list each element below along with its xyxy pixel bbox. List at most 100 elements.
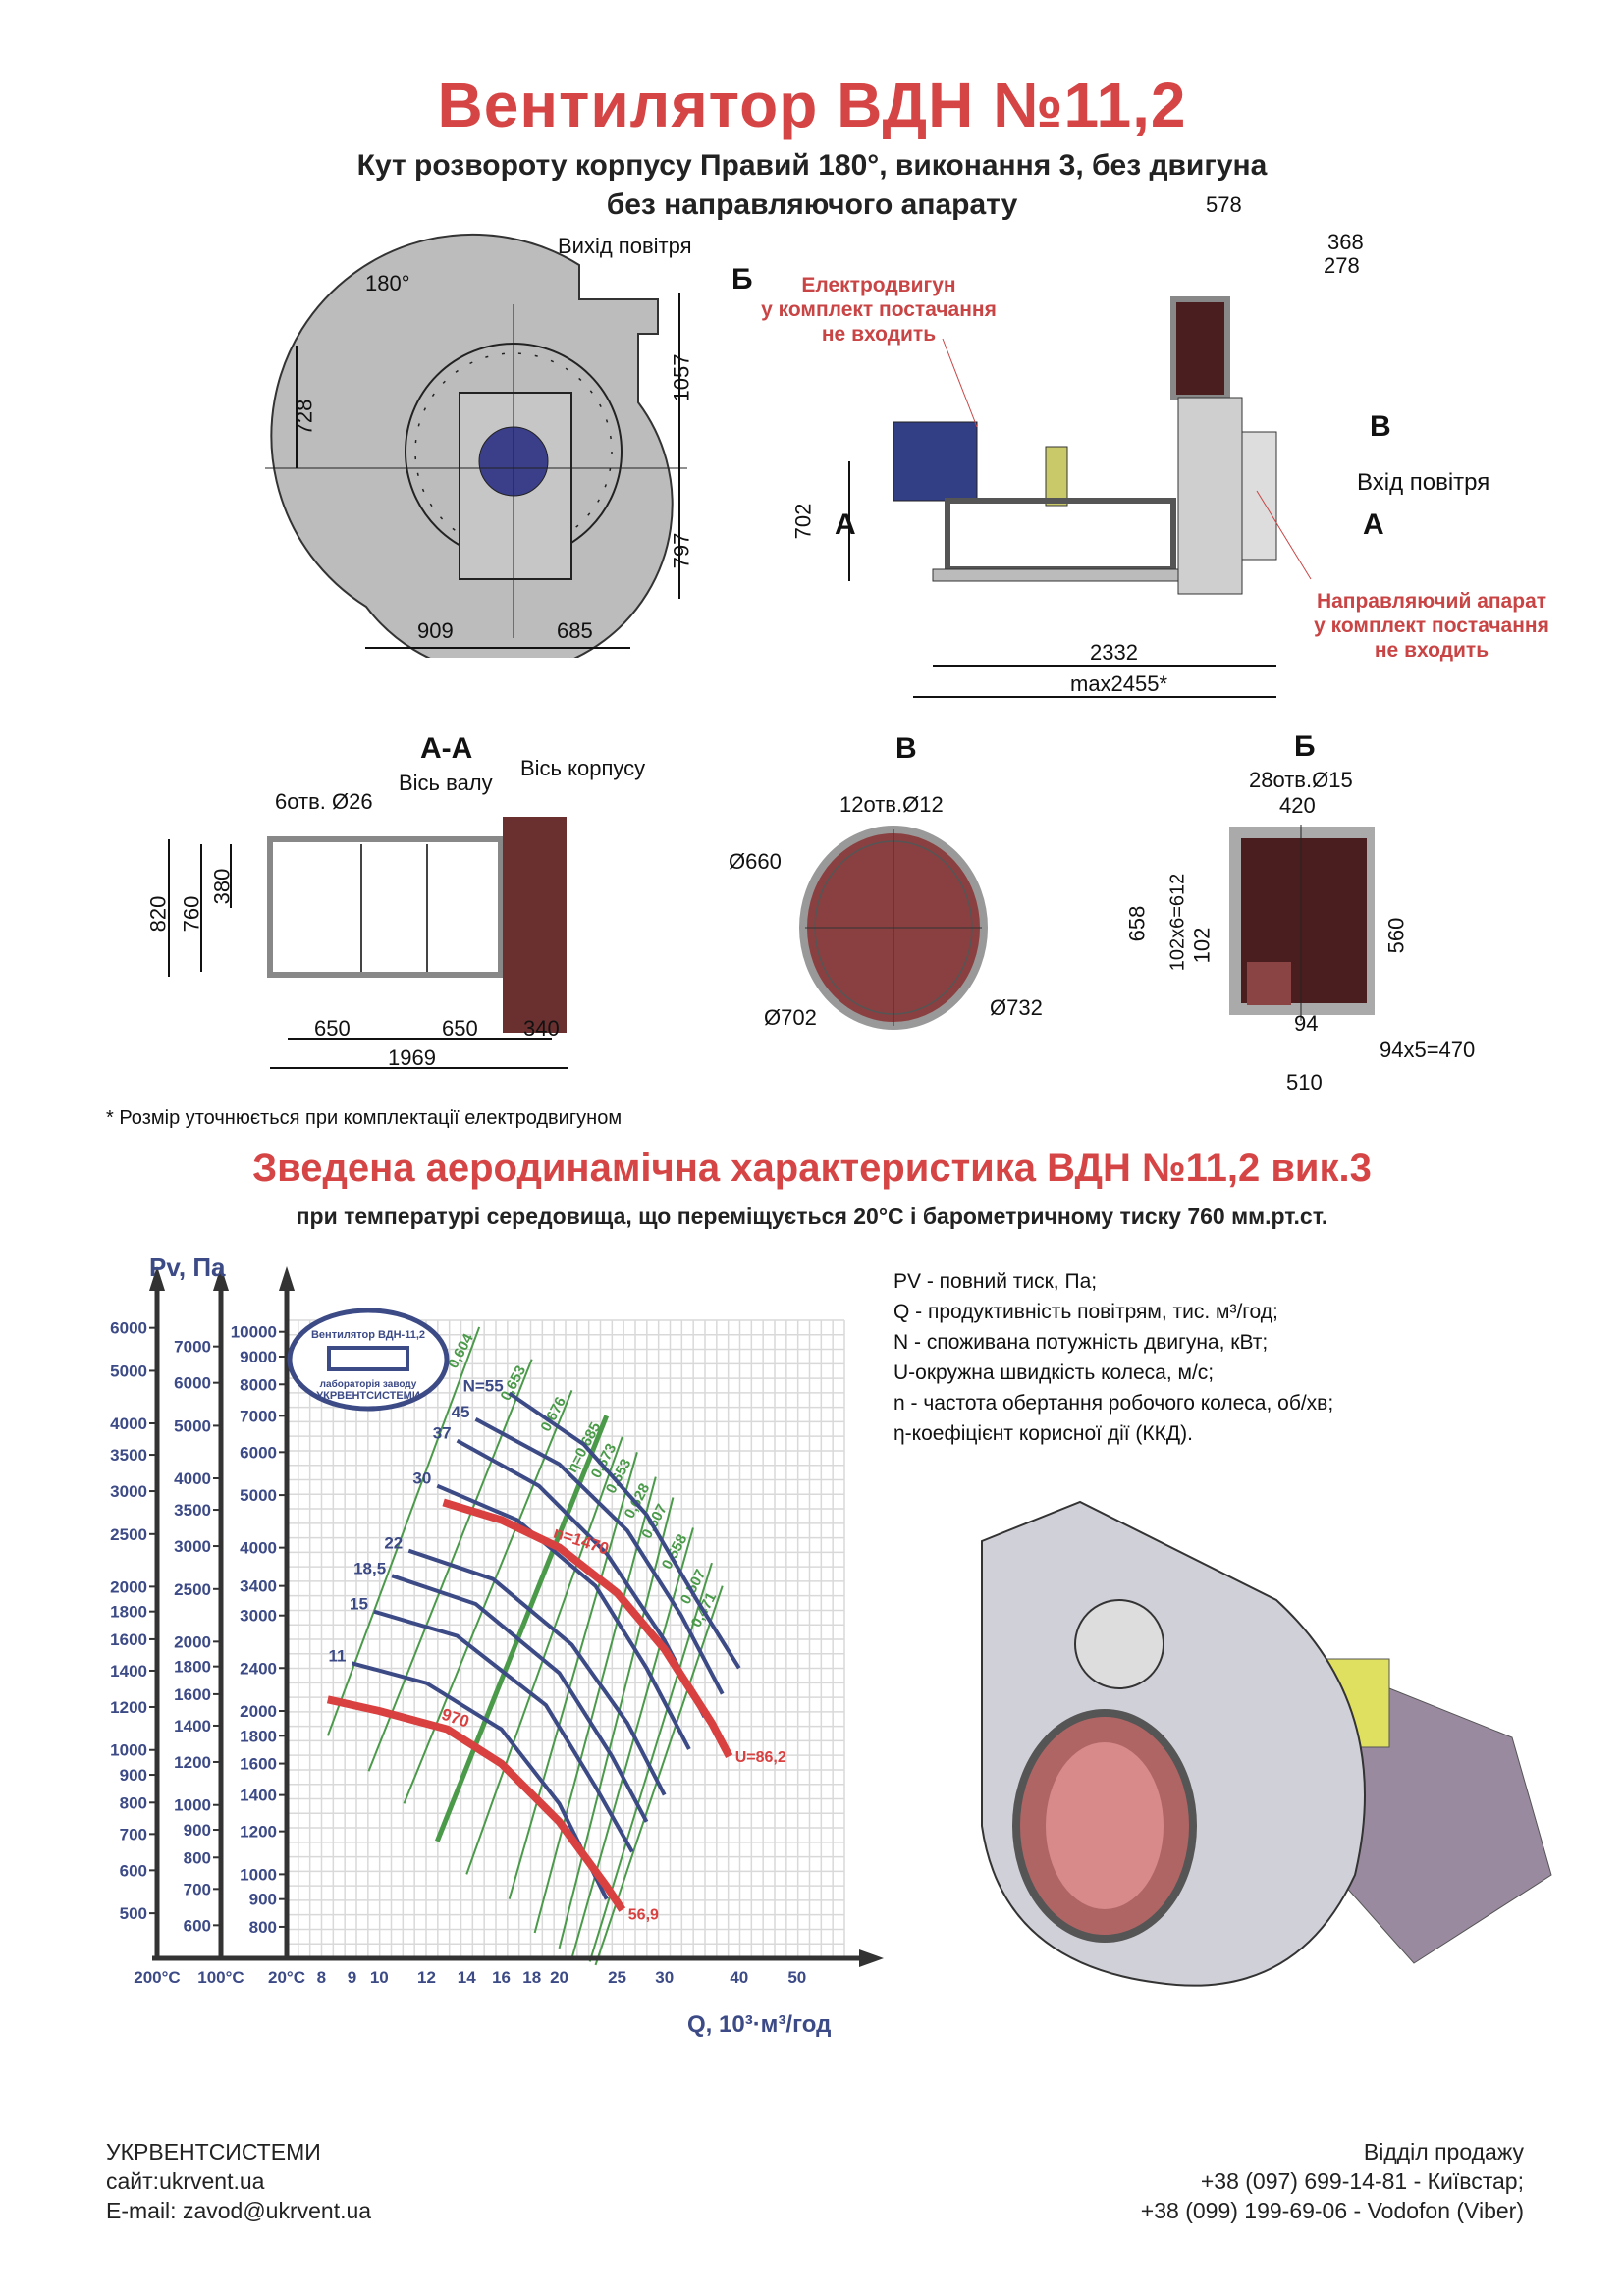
x-axis-title: Q, 10³·м³/год — [687, 2011, 831, 2038]
x-axis-arrow-icon — [859, 1949, 884, 1967]
y-tick-label: 700 — [120, 1825, 147, 1843]
motor-note-line-1: Електродвигун — [801, 274, 956, 296]
motor-note-line-3: не входить — [821, 323, 937, 346]
stamp-text-bottom: УКРВЕНТСИСТЕМИ — [316, 1390, 420, 1402]
stamp-text-top: Вентилятор ВДН-11,2 — [311, 1329, 425, 1341]
y-tick-label: 1800 — [110, 1603, 147, 1622]
x-tick-label: 8 — [317, 1968, 326, 1987]
y-tick-label: 5000 — [240, 1486, 277, 1505]
annotation-u: U=86,2 — [735, 1749, 786, 1766]
power-curve — [474, 1417, 725, 1695]
footer-left: УКРВЕНТСИСТЕМИ сайт:ukrvent.ua E-mail: z… — [106, 2137, 371, 2225]
dim-max-2455: max2455* — [1070, 671, 1168, 696]
chart-svg: 0,6040,6530,676η=0,6850,6730,6530,6280,6… — [110, 1253, 884, 2038]
housing-side — [1177, 397, 1243, 595]
x-tick-label: 14 — [458, 1968, 476, 1987]
y-tick-label: 3400 — [240, 1577, 277, 1596]
y-tick-label: 1400 — [174, 1717, 211, 1735]
y-tick-label: 1200 — [174, 1753, 211, 1772]
power-curve — [436, 1483, 691, 1750]
view-marker-v: В — [1370, 410, 1391, 443]
legend-item-eta: η-коефіцієнт корисної дії (ККД). — [893, 1422, 1193, 1445]
diameter-702: Ø702 — [764, 1005, 817, 1030]
power-curve — [351, 1661, 609, 1900]
efficiency-line — [533, 1476, 657, 1934]
y-tick-label: 5000 — [174, 1416, 211, 1435]
y-tick-label: 600 — [184, 1916, 211, 1935]
y-tick-label: 3000 — [174, 1537, 211, 1556]
y-axis-title: Pv, Па — [149, 1253, 226, 1282]
power-curve-label: 45 — [452, 1403, 470, 1421]
site-link[interactable]: сайт:ukrvent.ua — [106, 2168, 265, 2194]
outlet-tongue — [1247, 962, 1291, 1005]
dim-510: 510 — [1286, 1070, 1323, 1095]
side-view-drawing — [825, 235, 1335, 717]
phone-1[interactable]: +38 (097) 699-14-81 - Київстар; — [1200, 2168, 1524, 2194]
email-link[interactable]: E-mail: zavod@ukrvent.ua — [106, 2198, 372, 2223]
section-aa-drawing — [147, 815, 619, 1080]
power-curve — [508, 1391, 741, 1670]
housing-section — [503, 817, 567, 1033]
dim-94: 94 — [1294, 1011, 1319, 1036]
y-tick-label: 4000 — [174, 1469, 211, 1488]
power-curve-label: 22 — [384, 1534, 403, 1553]
y-axis-arrow-icon — [213, 1266, 229, 1291]
dim-760: 760 — [179, 895, 204, 933]
dim-368: 368 — [1327, 230, 1364, 254]
dim-94x5: 94х5=470 — [1380, 1038, 1476, 1062]
guide-note-line-1: Направляючий апарат — [1316, 590, 1547, 613]
x-tick-label: 25 — [608, 1968, 626, 1987]
y-axis-arrow-icon — [149, 1266, 165, 1291]
y-tick-label: 3500 — [174, 1501, 211, 1520]
frame-outline — [267, 836, 504, 978]
section-marker-a-left: А — [835, 508, 856, 541]
power-curve-label: 15 — [350, 1595, 368, 1614]
dim-658: 658 — [1124, 905, 1150, 942]
power-curve — [373, 1609, 634, 1853]
phone-2[interactable]: +38 (099) 199-69-06 - Vodofon (Viber) — [1140, 2198, 1524, 2223]
power-curve-label: 11 — [328, 1646, 346, 1665]
holes-b-label: 28отв.Ø15 — [1249, 768, 1353, 792]
dim-702: 702 — [790, 503, 816, 540]
fan-3d-svg — [981, 1500, 1552, 1987]
dim-728: 728 — [292, 399, 317, 436]
efficiency-line — [508, 1452, 638, 1899]
y-tick-label: 900 — [184, 1821, 211, 1840]
x-tick-label: 12 — [417, 1968, 436, 1987]
dim-1969: 1969 — [388, 1045, 436, 1070]
dim-340: 340 — [523, 1016, 560, 1041]
chart-axes — [149, 1266, 884, 1967]
y-tick-label: 800 — [249, 1918, 277, 1937]
dim-685: 685 — [557, 618, 593, 643]
stamp-text-middle: лабораторія заводу — [320, 1378, 417, 1390]
y-tick-label: 5000 — [110, 1362, 147, 1380]
y-tick-label: 1400 — [110, 1662, 147, 1681]
y-tick-label: 1200 — [240, 1823, 277, 1842]
guide-leader — [1256, 490, 1312, 580]
holes-aa-label: 6отв. Ø26 — [275, 789, 373, 814]
dim-820: 820 — [145, 895, 171, 933]
dim-650-a: 650 — [314, 1016, 351, 1041]
footnote: * Розмір уточнюється при комплектації ел… — [106, 1107, 623, 1129]
y-tick-label: 4000 — [110, 1415, 147, 1433]
dim-278: 278 — [1324, 253, 1360, 278]
side-view-svg — [848, 235, 1312, 698]
housing-axis-label: Вісь корпусу — [520, 756, 646, 780]
outlet-flange — [1170, 296, 1230, 400]
dim-380: 380 — [209, 868, 235, 905]
diameter-732: Ø732 — [990, 995, 1043, 1020]
guide-note-line-3: не входить — [1374, 639, 1489, 662]
x-tick-label: 18 — [522, 1968, 541, 1987]
fan-3d-render — [943, 1453, 1571, 2002]
dim-909: 909 — [417, 618, 454, 643]
y-tick-label: 3000 — [110, 1482, 147, 1501]
dim-560: 560 — [1383, 917, 1409, 954]
x-temp-label: 200°C — [134, 1968, 180, 1987]
y-tick-label: 2000 — [110, 1577, 147, 1596]
y-tick-label: 2400 — [240, 1659, 277, 1678]
dim-1057: 1057 — [669, 353, 694, 402]
speed-curve — [442, 1498, 733, 1759]
dim-797: 797 — [669, 532, 694, 569]
y-tick-label: 9000 — [240, 1348, 277, 1366]
